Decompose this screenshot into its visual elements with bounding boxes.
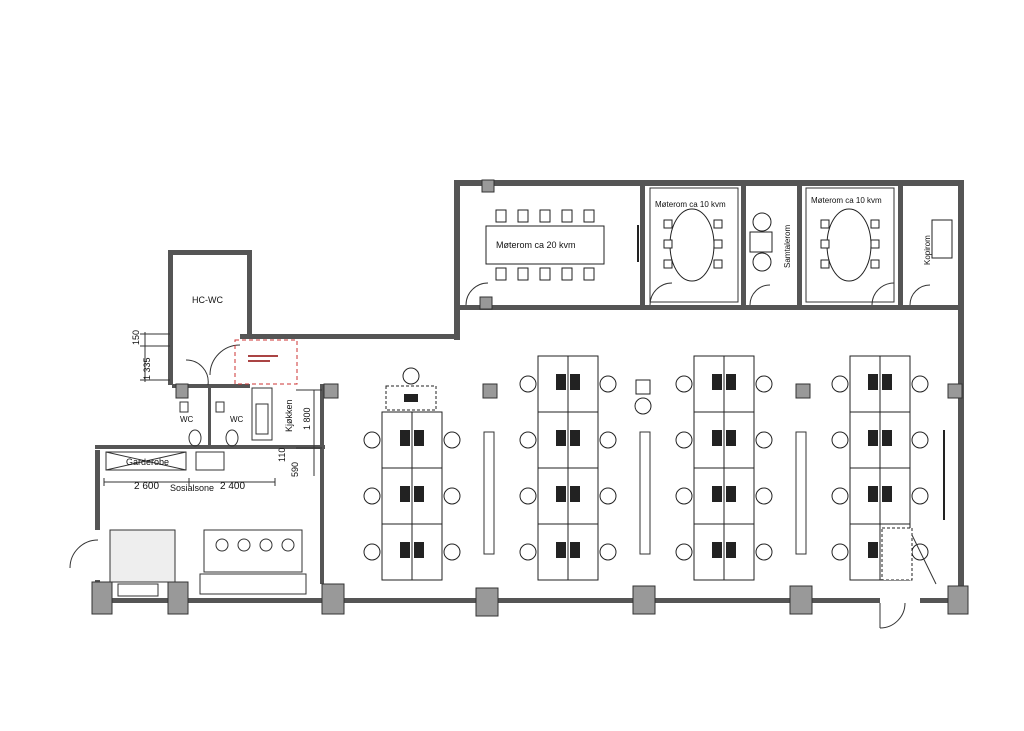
- monitor-icon: [414, 430, 424, 446]
- chair: [443, 431, 461, 449]
- chair: [363, 431, 381, 449]
- room-label-copy-room: Kopirom: [923, 235, 932, 265]
- monitor-icon: [882, 374, 892, 390]
- chair: [363, 487, 381, 505]
- chair: [911, 431, 929, 449]
- chair: [519, 431, 537, 449]
- chair: [831, 431, 849, 449]
- monitor-icon: [414, 486, 424, 502]
- chair: [519, 543, 537, 561]
- chair: [675, 487, 693, 505]
- monitor-icon: [556, 374, 566, 390]
- monitor-icon: [882, 430, 892, 446]
- dim-1335: 1 335: [142, 357, 152, 380]
- monitor-icon: [868, 430, 878, 446]
- entrance: [879, 430, 945, 629]
- chair: [443, 543, 461, 561]
- monitor-icon: [712, 486, 722, 502]
- monitor-icon: [868, 486, 878, 502]
- social-zone: Garderobe Sosialsone: [69, 451, 307, 597]
- chair: [599, 543, 617, 561]
- chair: [599, 487, 617, 505]
- monitor-icon: [882, 486, 892, 502]
- dim-150: 150: [131, 330, 141, 345]
- monitor-icon: [726, 374, 736, 390]
- meeting-room-10b: Møterom ca 10 kvm: [811, 196, 895, 306]
- dim-2600: 2 600: [134, 481, 159, 492]
- wc-area: HC-WC WC WC: [179, 295, 273, 447]
- monitor-icon: [712, 374, 722, 390]
- open-office-desks: [363, 355, 929, 581]
- monitor-icon: [414, 542, 424, 558]
- dim-1800: 1 800: [302, 407, 312, 430]
- chair: [675, 375, 693, 393]
- meeting-room-10a: Møterom ca 10 kvm: [649, 200, 726, 306]
- shelves: [483, 431, 807, 555]
- monitor-icon: [726, 486, 736, 502]
- room-label-meeting-10a: Møterom ca 10 kvm: [655, 200, 726, 209]
- chair: [755, 431, 773, 449]
- monitor-icon: [712, 542, 722, 558]
- monitor-icon: [712, 430, 722, 446]
- chair: [519, 487, 537, 505]
- monitor-icon: [868, 374, 878, 390]
- printer-area: [385, 367, 652, 415]
- monitor-icon: [556, 430, 566, 446]
- room-label-social-zone: Sosialsone: [170, 483, 214, 493]
- meeting-room-20: Møterom ca 20 kvm: [465, 209, 639, 306]
- chair: [755, 375, 773, 393]
- chair: [755, 543, 773, 561]
- chair: [831, 487, 849, 505]
- dim-590: 590: [290, 462, 300, 477]
- chair: [675, 431, 693, 449]
- monitor-icon: [570, 430, 580, 446]
- monitor-icon: [726, 430, 736, 446]
- monitor-icon: [400, 430, 410, 446]
- chair: [911, 375, 929, 393]
- chair: [755, 487, 773, 505]
- monitor-icon: [400, 486, 410, 502]
- room-label-wardrobe: Garderobe: [126, 457, 169, 467]
- monitor-icon: [868, 542, 878, 558]
- monitor-icon: [400, 542, 410, 558]
- monitor-icon: [570, 542, 580, 558]
- chair: [363, 543, 381, 561]
- monitor-icon: [556, 542, 566, 558]
- chair: [443, 487, 461, 505]
- room-label-meeting-10b: Møterom ca 10 kvm: [811, 196, 882, 205]
- meeting-partitions: [640, 180, 903, 308]
- dimension-lines: 150 1 335 1 800 110 590 2 600 2 400: [103, 330, 322, 492]
- dashed-zone: [234, 339, 298, 385]
- dim-2400: 2 400: [220, 481, 245, 492]
- room-label-meeting-20: Møterom ca 20 kvm: [496, 240, 576, 250]
- monitor-icon: [556, 486, 566, 502]
- chair: [911, 487, 929, 505]
- chair: [599, 431, 617, 449]
- dim-110: 110: [277, 448, 287, 462]
- chair: [675, 543, 693, 561]
- room-label-wc-1: WC: [180, 415, 194, 424]
- chair: [831, 375, 849, 393]
- monitor-icon: [570, 486, 580, 502]
- copy-room: Kopirom: [909, 219, 953, 306]
- room-label-kitchen: Kjøkken: [284, 399, 294, 432]
- chair: [519, 375, 537, 393]
- room-label-hc-wc: HC-WC: [192, 295, 223, 305]
- chair: [831, 543, 849, 561]
- chair: [599, 375, 617, 393]
- monitor-icon: [570, 374, 580, 390]
- monitor-icon: [726, 542, 736, 558]
- room-label-wc-2: WC: [230, 415, 244, 424]
- columns: [91, 179, 969, 617]
- room-label-quiet-room: Samtalerom: [783, 225, 792, 268]
- quiet-room: Samtalerom: [749, 212, 792, 306]
